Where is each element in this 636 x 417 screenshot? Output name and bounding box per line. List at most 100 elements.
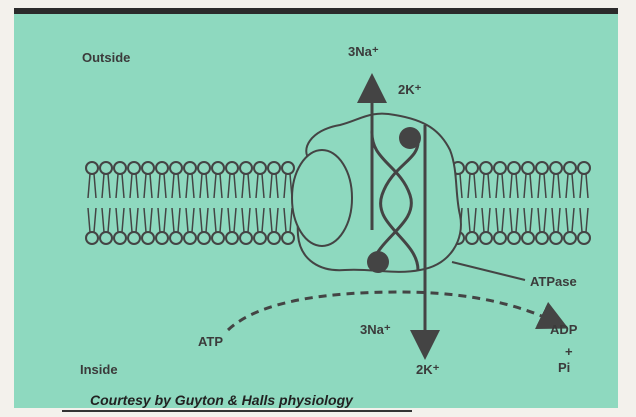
lipid-head-top <box>142 162 154 174</box>
lipid-head-top <box>86 162 98 174</box>
lipid-tail-bottom <box>524 208 532 232</box>
lipid-head-bottom <box>578 232 590 244</box>
lipid-head-top <box>564 162 576 174</box>
lipid-head-bottom <box>508 232 520 244</box>
lipid-tail-bottom <box>102 208 110 232</box>
na-out-label: 3Na⁺ <box>348 44 379 60</box>
k-binding-site <box>399 127 421 149</box>
lipid-tail-top <box>200 174 208 198</box>
lipid-tail-top <box>214 174 222 198</box>
lipid-head-bottom <box>198 232 210 244</box>
credit-caption: Courtesy by Guyton & Halls physiology <box>90 392 353 408</box>
na-binding-site <box>367 251 389 273</box>
lipid-head-bottom <box>156 232 168 244</box>
lipid-head-top <box>240 162 252 174</box>
lipid-tail-bottom <box>468 208 476 232</box>
lipid-tail-top <box>172 174 180 198</box>
lipid-tail-top <box>88 174 96 198</box>
lipid-tail-bottom <box>482 208 490 232</box>
lipid-head-top <box>282 162 294 174</box>
lipid-head-top <box>522 162 534 174</box>
lipid-head-bottom <box>226 232 238 244</box>
lipid-tail-top <box>524 174 532 198</box>
lipid-tail-top <box>284 174 292 198</box>
lipid-head-bottom <box>550 232 562 244</box>
lipid-tail-bottom <box>200 208 208 232</box>
lipid-head-bottom <box>564 232 576 244</box>
lipid-tail-top <box>270 174 278 198</box>
lipid-tail-top <box>256 174 264 198</box>
pi-label: Pi <box>558 360 570 375</box>
lipid-tail-top <box>242 174 250 198</box>
lipid-head-top <box>578 162 590 174</box>
lipid-head-top <box>226 162 238 174</box>
lipid-head-top <box>128 162 140 174</box>
lipid-head-top <box>198 162 210 174</box>
lipid-tail-bottom <box>552 208 560 232</box>
protein-left-lobe <box>292 150 352 246</box>
lipid-head-top <box>170 162 182 174</box>
lipid-tail-bottom <box>116 208 124 232</box>
lipid-head-bottom <box>254 232 266 244</box>
atpase-label: ATPase <box>530 274 577 289</box>
lipid-tail-top <box>186 174 194 198</box>
lipid-tail-top <box>116 174 124 198</box>
lipid-tail-top <box>482 174 490 198</box>
lipid-head-bottom <box>268 232 280 244</box>
outside-label: Outside <box>82 50 130 65</box>
lipid-tail-bottom <box>158 208 166 232</box>
lipid-head-top <box>550 162 562 174</box>
lipid-tail-bottom <box>242 208 250 232</box>
lipid-tail-top <box>510 174 518 198</box>
lipid-tail-top <box>130 174 138 198</box>
lipid-head-bottom <box>494 232 506 244</box>
lipid-head-top <box>184 162 196 174</box>
lipid-head-top <box>114 162 126 174</box>
lipid-head-bottom <box>114 232 126 244</box>
lipid-tail-bottom <box>130 208 138 232</box>
lipid-head-top <box>466 162 478 174</box>
lipid-head-top <box>100 162 112 174</box>
atpase-pointer <box>452 262 525 280</box>
lipid-tail-bottom <box>228 208 236 232</box>
na-in-label: 3Na⁺ <box>360 322 391 338</box>
lipid-tail-top <box>228 174 236 198</box>
atp-adp-arrow <box>228 292 555 330</box>
lipid-head-bottom <box>466 232 478 244</box>
lipid-tail-bottom <box>580 208 588 232</box>
lipid-tail-bottom <box>284 208 292 232</box>
lipid-head-top <box>536 162 548 174</box>
lipid-head-top <box>508 162 520 174</box>
lipid-tail-bottom <box>186 208 194 232</box>
lipid-head-top <box>254 162 266 174</box>
lipid-tail-bottom <box>510 208 518 232</box>
lipid-head-bottom <box>142 232 154 244</box>
lipid-tail-top <box>538 174 546 198</box>
lipid-tail-bottom <box>214 208 222 232</box>
lipid-head-bottom <box>480 232 492 244</box>
lipid-tail-bottom <box>270 208 278 232</box>
k-bottom-label: 2K⁺ <box>416 362 439 378</box>
lipid-tail-top <box>552 174 560 198</box>
lipid-tail-top <box>102 174 110 198</box>
lipid-head-bottom <box>86 232 98 244</box>
lipid-head-bottom <box>100 232 112 244</box>
lipid-tail-top <box>158 174 166 198</box>
lipid-head-bottom <box>536 232 548 244</box>
plus-label: + <box>565 344 573 359</box>
lipid-head-bottom <box>212 232 224 244</box>
credit-underline <box>62 410 412 412</box>
lipid-tail-bottom <box>496 208 504 232</box>
lipid-head-bottom <box>184 232 196 244</box>
lipid-head-bottom <box>282 232 294 244</box>
lipid-head-top <box>156 162 168 174</box>
lipid-head-bottom <box>522 232 534 244</box>
lipid-tail-top <box>496 174 504 198</box>
lipid-head-bottom <box>170 232 182 244</box>
atp-label: ATP <box>198 334 223 349</box>
lipid-tail-top <box>468 174 476 198</box>
lipid-tail-bottom <box>172 208 180 232</box>
lipid-tail-bottom <box>538 208 546 232</box>
lipid-head-top <box>494 162 506 174</box>
